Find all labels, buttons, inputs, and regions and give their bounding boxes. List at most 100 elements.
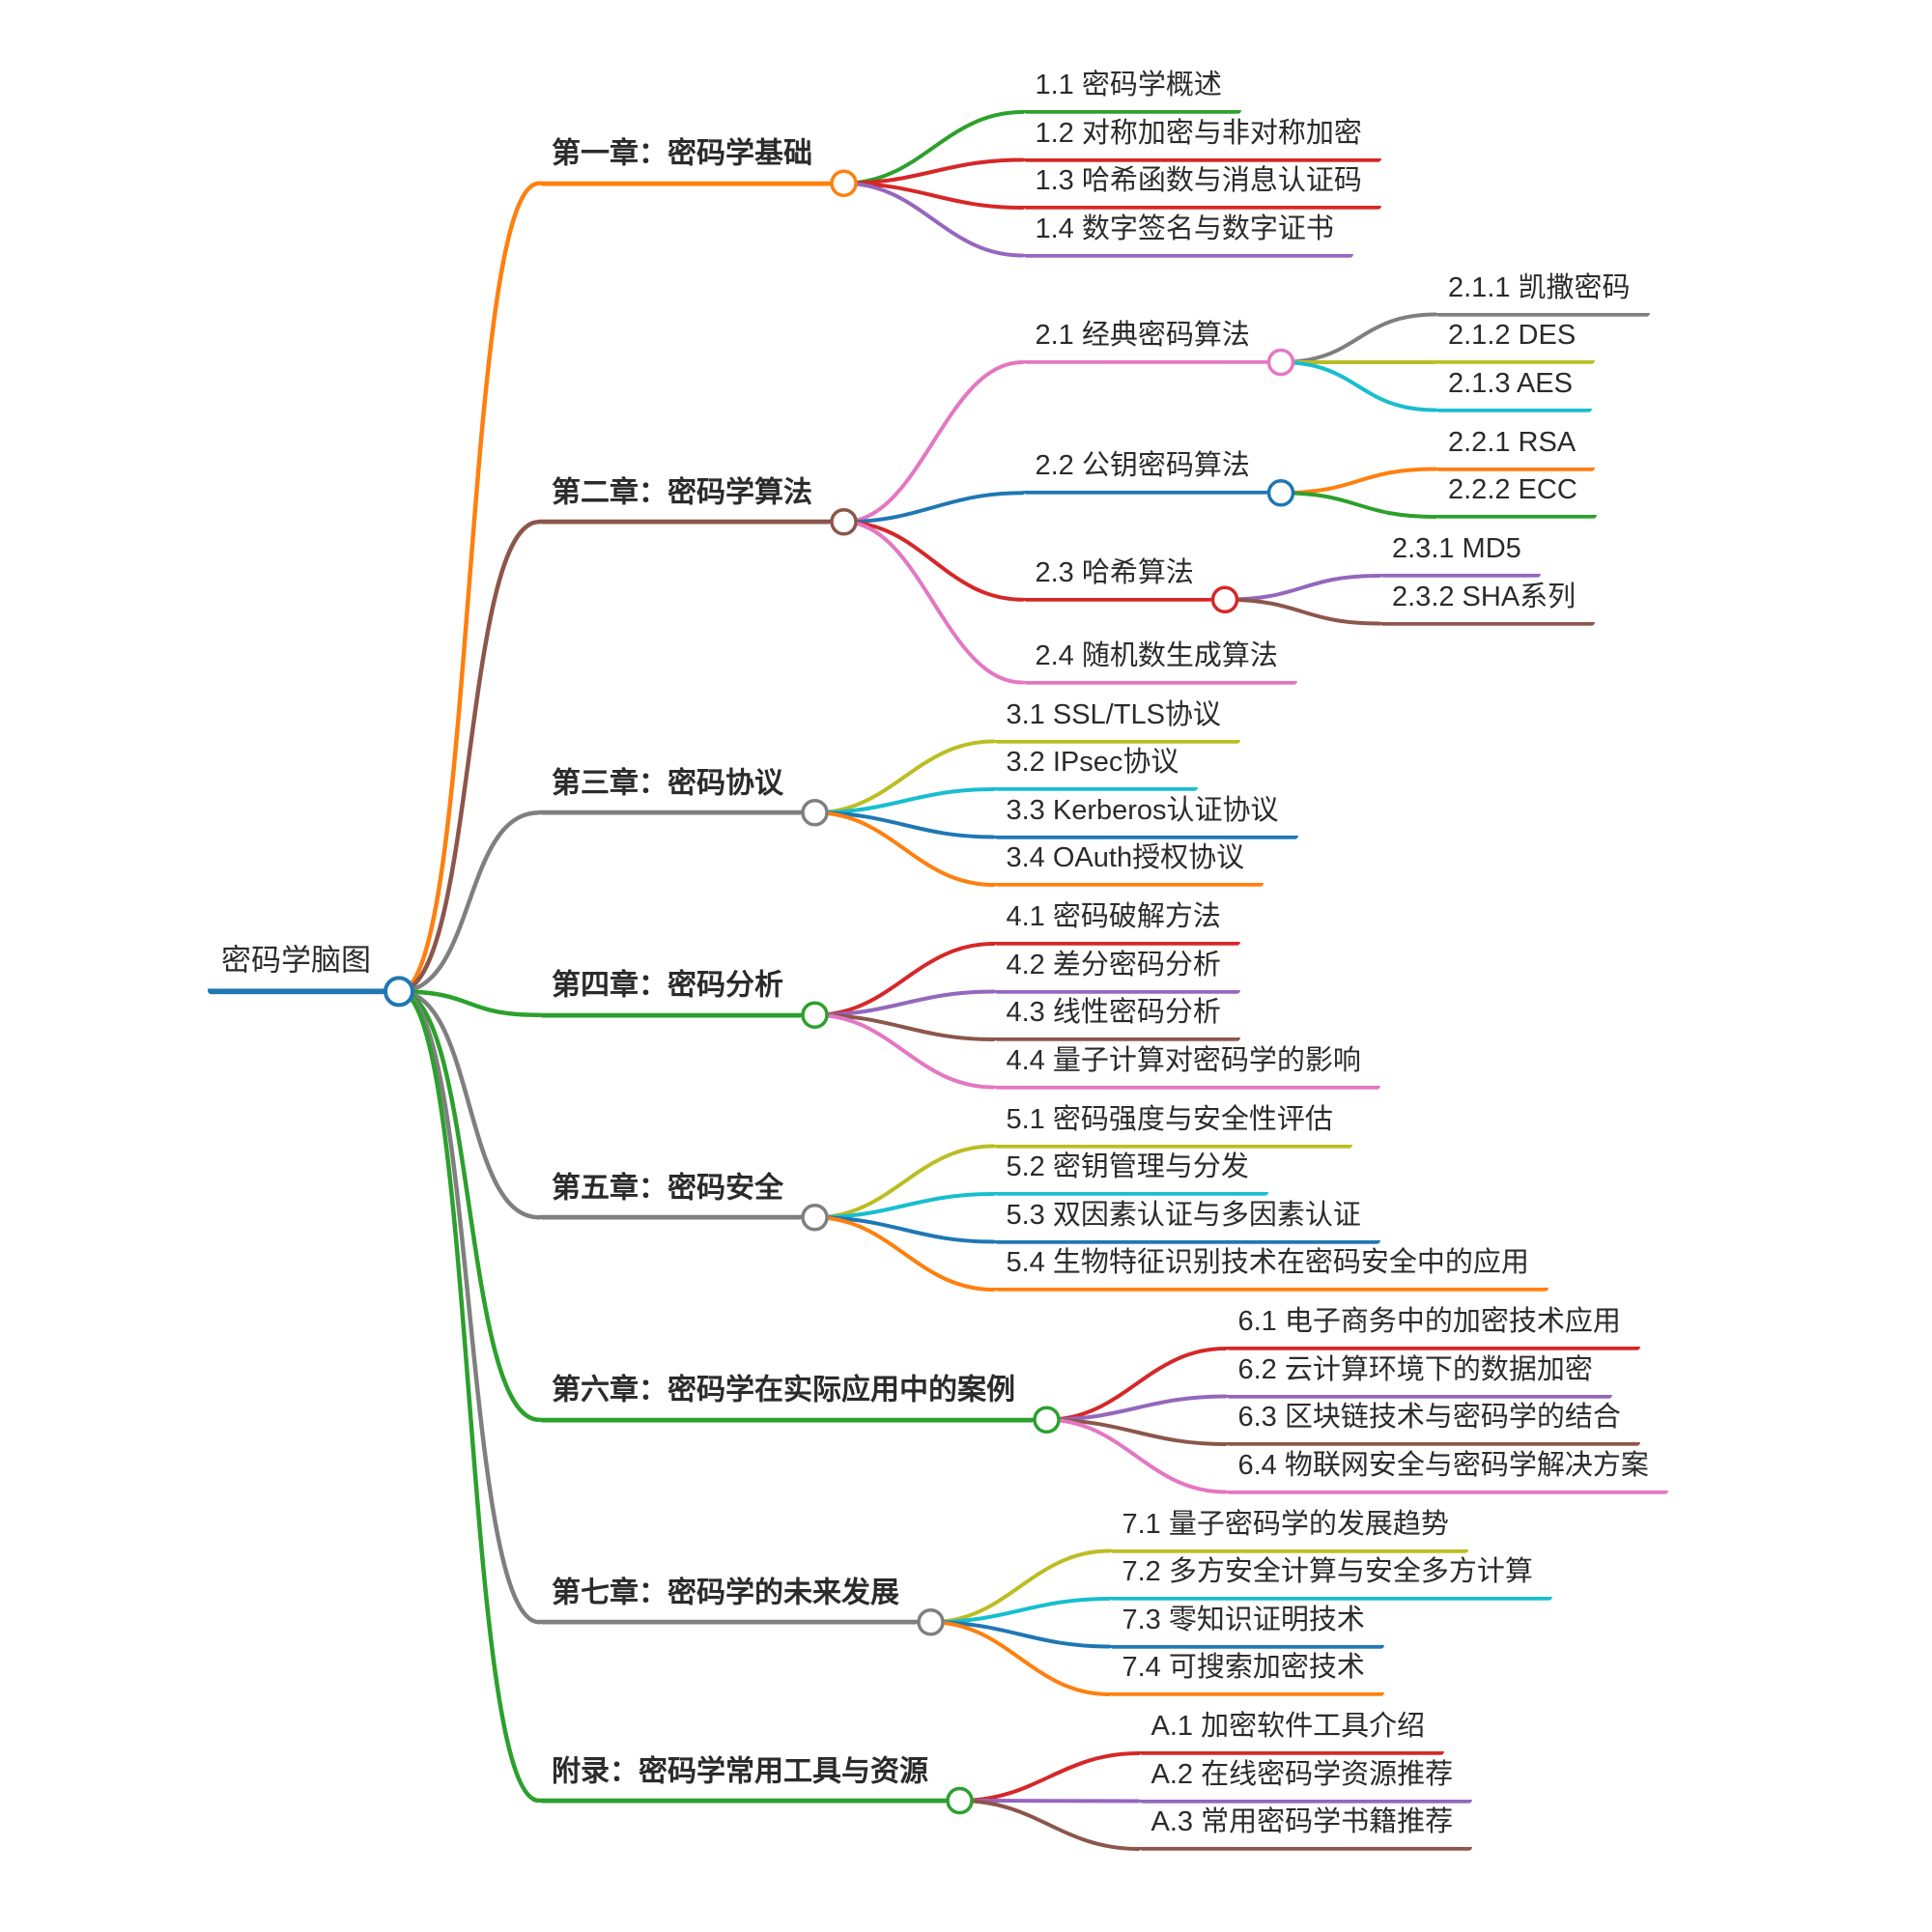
mindmap-node-root-3-0[interactable]: 4.1 密码破解方法 (993, 899, 1240, 946)
branch-links-group (396, 110, 1437, 1851)
mindmap-node-root-0-0[interactable]: 1.1 密码学概述 (1022, 68, 1241, 114)
mindmap-node-root-2[interactable]: 第三章：密码协议 (539, 765, 803, 815)
branch-link (928, 1548, 1112, 1625)
mindmap-node-root-7-0[interactable]: A.1 加密软件工具介绍 (1138, 1709, 1445, 1755)
expand-collapse-toggle[interactable] (1266, 479, 1295, 507)
branch-link (812, 787, 996, 815)
expand-collapse-toggle[interactable] (830, 508, 858, 536)
mindmap-node-root-1-0[interactable]: 2.1 经典密码算法 (1022, 318, 1269, 364)
expand-collapse-toggle[interactable] (917, 1608, 945, 1636)
mindmap-node-root-4-3[interactable]: 5.4 生物特征识别技术在密码安全中的应用 (993, 1245, 1548, 1292)
mindmap-node-root-7[interactable]: 附录：密码学常用工具与资源 (539, 1753, 948, 1804)
mindmap-node-root-5-1[interactable]: 6.2 云计算环境下的数据加密 (1225, 1351, 1612, 1399)
mindmap-node-root-3[interactable]: 第四章：密码分析 (539, 968, 803, 1018)
mindmap-node-label: 7.2 多方安全计算与安全多方计算 (1122, 1555, 1533, 1587)
branch-link (396, 520, 542, 994)
expand-collapse-toggle[interactable] (830, 169, 858, 197)
expand-collapse-toggle[interactable] (1210, 585, 1239, 613)
mindmap-node-root-7-1[interactable]: A.2 在线密码学资源推荐 (1138, 1756, 1473, 1804)
mindmap-node-root-4-2[interactable]: 5.3 双因素认证与多因素认证 (993, 1197, 1380, 1244)
expand-collapse-toggle[interactable] (1266, 348, 1295, 377)
mindmap-node-root-4-1[interactable]: 5.2 密钥管理与分发 (993, 1150, 1268, 1196)
mindmap-node-root-1[interactable]: 第二章：密码学算法 (539, 474, 832, 525)
mindmap-node-root-0-2[interactable]: 1.3 哈希函数与消息认证码 (1022, 163, 1381, 210)
mindmap-node-root-3-3[interactable]: 4.4 量子计算对密码学的影响 (993, 1042, 1380, 1090)
mindmap-node-root-2-2[interactable]: 3.3 Kerberos认证协议 (993, 792, 1298, 839)
mindmap-node-label: 6.1 电子商务中的加密技术应用 (1237, 1305, 1621, 1337)
mindmap-node-root-5-0[interactable]: 6.1 电子商务中的加密技术应用 (1225, 1304, 1640, 1350)
mindmap-node-root-1-0-1[interactable]: 2.1.2 DES (1435, 318, 1596, 364)
branch-link (1044, 1347, 1228, 1422)
mindmap-node-root-1-3[interactable]: 2.4 随机数生成算法 (1022, 638, 1297, 685)
mindmap-node-root-7-2[interactable]: A.3 常用密码学书籍推荐 (1138, 1804, 1473, 1851)
mindmap-node-root-1-1-1[interactable]: 2.2.2 ECC (1435, 472, 1597, 519)
mindmap-node-root-6-0[interactable]: 7.1 量子密码学的发展趋势 (1109, 1506, 1468, 1553)
mindmap-node-root-4-0[interactable]: 5.1 密码强度与安全性评估 (993, 1101, 1352, 1149)
mindmap-node-root-2-3[interactable]: 3.4 OAuth授权协议 (993, 840, 1264, 887)
branch-link (812, 989, 996, 1017)
branch-link (957, 1799, 1141, 1851)
mindmap-node-label: 第七章：密码学的未来发展 (552, 1577, 899, 1609)
mindmap-node-root-6-1[interactable]: 7.2 多方安全计算与安全多方计算 (1109, 1554, 1552, 1601)
mindmap-node-label: A.1 加密软件工具介绍 (1151, 1710, 1426, 1742)
mindmap-node-label: 5.2 密钥管理与分发 (1006, 1151, 1249, 1182)
mindmap-node-label: 4.3 线性密码分析 (1006, 996, 1221, 1028)
mindmap-node-label: 第六章：密码学在实际应用中的案例 (552, 1374, 1015, 1406)
mindmap-node-label: 第一章：密码学基础 (552, 137, 812, 170)
mindmap-node-label: 2.3.2 SHA系列 (1392, 581, 1577, 612)
mindmap-node-root-0-3[interactable]: 1.4 数字签名与数字证书 (1022, 211, 1353, 258)
mindmap-node-root-3-1[interactable]: 4.2 差分密码分析 (993, 947, 1240, 994)
branch-link (396, 989, 542, 1017)
mindmap-node-root-5-3[interactable]: 6.4 物联网安全与密码学解决方案 (1225, 1447, 1668, 1494)
mindmap-node-root-1-2-1[interactable]: 2.3.2 SHA系列 (1379, 579, 1596, 626)
mindmap-node-label: 第三章：密码协议 (552, 767, 783, 800)
mindmap-node-root-6[interactable]: 第七章：密码学的未来发展 (539, 1575, 919, 1625)
mindmap-node-label: 2.4 随机数生成算法 (1035, 639, 1278, 671)
expand-collapse-toggle[interactable] (801, 1001, 829, 1029)
mindmap-node-label: 2.3 哈希算法 (1035, 556, 1194, 588)
mindmap-node-root-6-2[interactable]: 7.3 零知识证明技术 (1109, 1602, 1384, 1649)
mindmap-node-root-1-0-2[interactable]: 2.1.3 AES (1435, 365, 1592, 412)
branch-link (1223, 597, 1381, 626)
mindmap-node-root-1-0-0[interactable]: 2.1.1 凯撒密码 (1435, 270, 1650, 317)
mindmap-node-root-6-3[interactable]: 7.4 可搜索加密技术 (1109, 1650, 1384, 1696)
mindmap-node-root-1-2-0[interactable]: 2.3.1 MD5 (1379, 531, 1541, 578)
mindmap-node-label: 第五章：密码安全 (552, 1172, 783, 1205)
mindmap-node-root-3-2[interactable]: 4.3 线性密码分析 (993, 995, 1240, 1041)
branch-link (812, 1144, 996, 1220)
mindmap-node-label: 2.3.1 MD5 (1392, 532, 1521, 564)
expand-collapse-toggle[interactable] (801, 799, 829, 827)
mindmap-node-root-1-1-0[interactable]: 2.2.1 RSA (1435, 424, 1596, 471)
expand-collapse-toggle[interactable] (801, 1204, 829, 1232)
mindmap-node-root-5-2[interactable]: 6.3 区块链技术与密码学的结合 (1225, 1400, 1640, 1446)
mindmap-node-label: 附录：密码学常用工具与资源 (552, 1755, 928, 1788)
mindmap-node-root-2-0[interactable]: 3.1 SSL/TLS协议 (993, 696, 1240, 744)
branch-link (928, 1597, 1112, 1625)
node-toggles-group (384, 169, 1295, 1815)
branch-link (957, 1751, 1141, 1803)
branch-link (841, 181, 1025, 258)
branch-link (396, 989, 542, 1625)
mindmap-node-root-5[interactable]: 第六章：密码学在实际应用中的案例 (539, 1373, 1035, 1423)
branch-link (812, 1192, 996, 1220)
expand-collapse-toggle[interactable] (384, 976, 414, 1008)
expand-collapse-toggle[interactable] (1033, 1406, 1061, 1434)
mindmap-node-label: 7.3 零知识证明技术 (1122, 1604, 1365, 1635)
mindmap-node-root-1-1[interactable]: 2.2 公钥密码算法 (1022, 448, 1269, 496)
branch-link (841, 360, 1025, 525)
mindmap-node-root-2-1[interactable]: 3.2 IPsec协议 (993, 745, 1199, 791)
mindmap-node-root-4[interactable]: 第五章：密码安全 (539, 1170, 803, 1220)
branch-link (812, 810, 996, 887)
mindmap-node-root-0[interactable]: 第一章：密码学基础 (539, 136, 832, 186)
mindmap-node-root-1-2[interactable]: 2.3 哈希算法 (1022, 555, 1213, 602)
mindmap-node-root-0-1[interactable]: 1.2 对称加密与非对称加密 (1022, 115, 1381, 162)
expand-collapse-toggle[interactable] (946, 1786, 974, 1815)
branch-link (1279, 312, 1437, 364)
branch-link (812, 1215, 996, 1292)
mindmap-node-root[interactable]: 密码学脑图 (208, 942, 385, 995)
mindmap-node-label: 1.3 哈希函数与消息认证码 (1035, 164, 1362, 196)
branch-link (812, 739, 996, 815)
